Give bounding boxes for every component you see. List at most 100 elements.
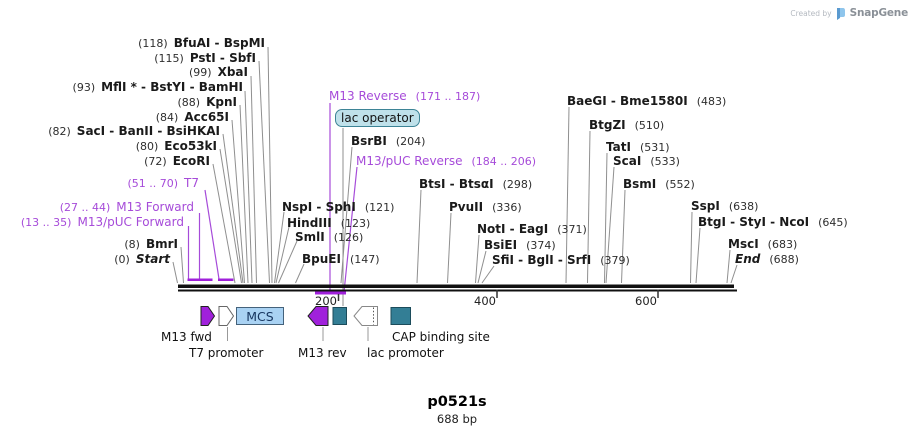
site-position: (204) <box>395 135 426 148</box>
m13-reverse-bar <box>315 291 346 295</box>
site-label: BaeGI - Bme1580I (483) <box>567 94 726 109</box>
lac-operator-tag: lac operator <box>335 109 420 127</box>
site-position: (147) <box>349 253 380 266</box>
site-name: BtgZI <box>589 118 626 132</box>
site-name: TatI <box>606 140 631 154</box>
site-position: (184 .. 206) <box>471 155 537 168</box>
site-label: (88) KpnI <box>178 95 238 110</box>
site-position: (374) <box>526 239 556 252</box>
ruler-tick-label: 400 <box>474 294 496 308</box>
site-label: BsiEI (374) <box>484 238 556 253</box>
site-label: BsmI(552) <box>623 177 695 192</box>
site-label: (0) Start <box>114 252 170 267</box>
site-label: BtgI - StyI - NcoI (645) <box>698 215 848 230</box>
site-name: ScaI <box>613 154 642 168</box>
site-position: (0) <box>114 253 130 266</box>
site-name: SacI - BanII - BsiHKAI <box>76 124 220 138</box>
site-name: M13/pUC Reverse <box>356 154 463 168</box>
snapgene-logo-icon <box>836 7 845 20</box>
site-position: (510) <box>634 119 665 132</box>
site-name: End <box>735 252 761 266</box>
site-name: T7 <box>184 176 199 190</box>
site-label: MscI (683) <box>728 237 797 252</box>
site-name: MscI <box>728 237 759 251</box>
site-name: XbaI <box>217 65 248 79</box>
site-position: (531) <box>639 141 670 154</box>
site-name: BsiEI <box>484 238 518 252</box>
site-label: SspI (638) <box>691 199 758 214</box>
site-position: (533) <box>650 155 680 168</box>
site-position: (27 .. 44) <box>59 201 111 214</box>
site-position: (683) <box>767 238 798 251</box>
snapgene-brand-text: SnapGene <box>849 7 909 19</box>
site-position: (8) <box>124 238 140 251</box>
site-position: (51 .. 70) <box>127 177 179 190</box>
mcs-box <box>236 307 284 325</box>
mcs-label: MCS <box>246 309 274 324</box>
site-name: M13/pUC Forward <box>77 215 184 229</box>
primer-leader-lines <box>187 103 358 293</box>
site-name: Eco53kI <box>164 139 217 153</box>
site-name: M13 Reverse <box>329 89 407 103</box>
site-name: BsrBI <box>351 134 387 148</box>
map-backbone <box>178 284 737 292</box>
site-position: (93) <box>72 81 96 94</box>
site-name: BtgI - StyI - NcoI <box>698 215 810 229</box>
site-position: (123) <box>340 217 371 230</box>
site-name: BfuAI - BspMI <box>173 36 265 50</box>
site-name: BsmI <box>623 177 657 191</box>
site-name: BpuEI <box>302 252 341 266</box>
site-position: (115) <box>154 52 184 65</box>
site-label: HindIII (123) <box>287 216 370 231</box>
site-label: NotI - EagI(371) <box>477 222 587 237</box>
site-name: KpnI <box>206 95 237 109</box>
site-position: (82) <box>48 125 71 138</box>
site-label: (84)Acc65I <box>156 110 229 125</box>
site-position: (298) <box>502 178 533 191</box>
site-label: M13 Reverse (171 .. 187) <box>329 89 480 104</box>
site-label: (51 .. 70) T7 <box>127 176 199 191</box>
site-label: ScaI (533) <box>613 154 680 169</box>
site-name: Start <box>135 252 170 266</box>
site-position: (483) <box>696 95 727 108</box>
site-label: M13/pUC Reverse (184 .. 206) <box>356 154 536 169</box>
site-name: HindIII <box>287 216 332 230</box>
site-position: (645) <box>818 216 848 229</box>
site-label: BtsI - BtsαI(298) <box>419 177 532 192</box>
site-name: PstI - SbfI <box>189 51 256 65</box>
site-position: (171 .. 187) <box>415 90 481 103</box>
site-label: SfiI - BglI - SrfI(379) <box>492 253 630 268</box>
site-position: (72) <box>144 155 167 168</box>
site-label: NspI - SphI(121) <box>282 200 394 215</box>
site-label: BtgZI (510) <box>589 118 664 133</box>
site-name: SspI <box>691 199 720 213</box>
site-name: BaeGI - Bme1580I <box>567 94 688 108</box>
feature-caption: lac promoter <box>367 346 444 360</box>
feature-caption: T7 promoter <box>189 346 264 360</box>
site-label: SmlI(126) <box>295 230 363 245</box>
site-label: End(688) <box>735 252 799 267</box>
ruler-tick-label: 200 <box>315 294 337 308</box>
site-label: BpuEI (147) <box>302 252 380 267</box>
plasmid-title: p0521s <box>427 394 487 410</box>
site-position: (13 .. 35) <box>20 216 72 229</box>
site-name: NotI - EagI <box>477 222 549 236</box>
site-label: (82) SacI - BanII - BsiHKAI <box>48 124 220 139</box>
m13puc-forward-bar <box>187 278 213 281</box>
site-name: SfiI - BglI - SrfI <box>492 253 592 267</box>
t7-primer-bar <box>218 278 234 281</box>
site-position: (88) <box>177 96 201 109</box>
feature-shapes <box>200 306 411 326</box>
site-position: (80) <box>135 140 159 153</box>
site-name: EcoRI <box>172 154 210 168</box>
site-label: (99) XbaI <box>189 65 248 80</box>
site-position: (638) <box>728 200 759 213</box>
site-name: SmlI <box>295 230 325 244</box>
site-position: (99) <box>189 66 212 79</box>
site-label: (93)MflI * - BstYI - BamHI <box>73 80 243 95</box>
primer-bars <box>187 278 346 295</box>
feature-caption: CAP binding site <box>392 330 490 344</box>
m13-rev-arrow <box>307 306 329 326</box>
